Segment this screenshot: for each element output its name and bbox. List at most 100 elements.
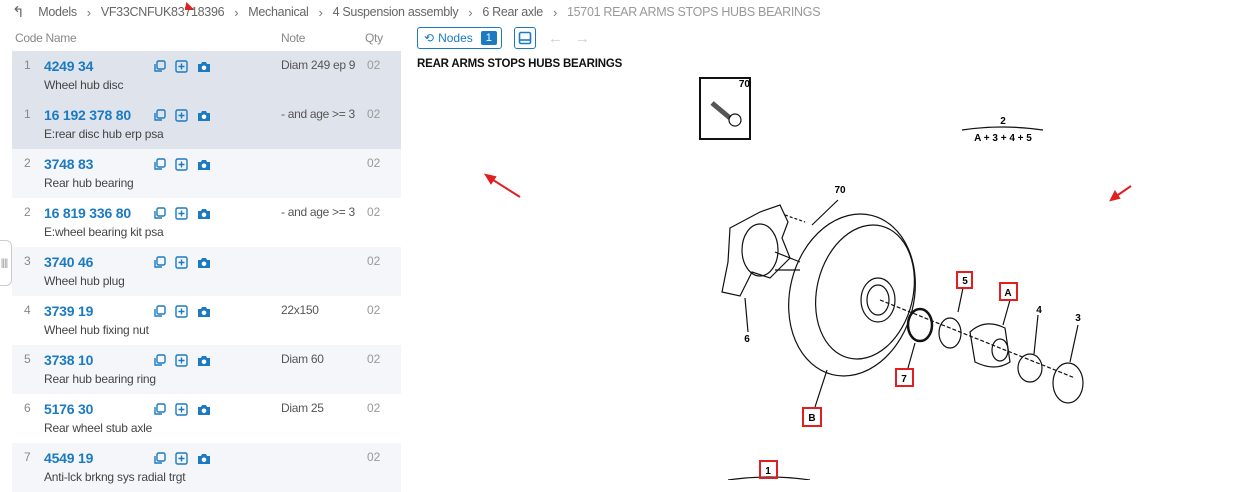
part-position: 5 [24, 352, 31, 366]
part-row[interactable]: 3 3740 46 Wheel hub plug 02 [12, 247, 401, 296]
part-row[interactable]: 4 3739 19 Wheel hub fixing nut 22x150 02 [12, 296, 401, 345]
part-qty: 02 [367, 401, 381, 415]
chevron-right-icon: › [234, 4, 239, 20]
part-note: Diam 60 [281, 352, 324, 366]
part-qty: 02 [367, 254, 381, 268]
copy-icon[interactable] [152, 59, 167, 74]
breadcrumb-models[interactable]: Models [38, 5, 77, 19]
part-name: Rear hub bearing [44, 176, 134, 190]
part-name: E:wheel bearing kit psa [44, 225, 164, 239]
inset-bolt [710, 101, 732, 120]
book-view-button[interactable] [513, 27, 536, 49]
part-code-link[interactable]: 5176 30 [44, 401, 94, 417]
part-name: Wheel hub plug [44, 274, 125, 288]
camera-icon[interactable] [196, 206, 211, 221]
part-row[interactable]: 1 16 192 378 80 E:rear disc hub erp psa … [12, 100, 401, 149]
add-icon[interactable] [174, 108, 189, 123]
breadcrumb: ↰ Models › VF33CNFUK83718396 › Mechanical ›… [12, 3, 821, 21]
copy-icon[interactable] [152, 353, 167, 368]
add-icon[interactable] [174, 59, 189, 74]
part-code-link[interactable]: 16 819 336 80 [44, 205, 131, 221]
breadcrumb-suspension[interactable]: 4 Suspension assembly [332, 5, 459, 19]
brake-disc-shape [788, 213, 916, 377]
part-note: - and age >= 3 [281, 205, 355, 219]
part-code-link[interactable]: 16 192 378 80 [44, 107, 131, 123]
exploded-diagram: 70 2 A + 3 + 4 + 5 70 6 4 3 5 A 7 B 1 [184, 1, 1132, 480]
resize-handle[interactable]: |||| [0, 240, 12, 286]
copy-icon[interactable] [152, 304, 167, 319]
part-qty: 02 [367, 205, 381, 219]
add-icon[interactable] [174, 451, 189, 466]
label-disc-b[interactable]: B [808, 413, 815, 424]
label-ring-7[interactable]: 7 [901, 374, 907, 385]
prev-arrow-icon[interactable]: ← [547, 29, 563, 47]
next-arrow-icon[interactable]: → [574, 29, 590, 47]
inset-bolt-box [699, 77, 751, 140]
label-bearing-a[interactable]: A [1004, 288, 1011, 299]
breadcrumb-current: 15701 REAR ARMS STOPS HUBS BEARINGS [566, 5, 821, 19]
label-kit-2: 2 [1000, 116, 1006, 127]
part-code-link[interactable]: 3738 10 [44, 352, 94, 368]
label-kit-formula: A + 3 + 4 + 5 [974, 133, 1032, 144]
nodes-button[interactable]: ⟲ Nodes 1 [417, 27, 502, 49]
part-code-link[interactable]: 3739 19 [44, 303, 94, 319]
camera-icon[interactable] [196, 108, 211, 123]
add-icon[interactable] [174, 402, 189, 417]
camera-icon[interactable] [196, 451, 211, 466]
part-qty: 02 [367, 156, 381, 170]
label-clip-5[interactable]: 5 [962, 276, 968, 287]
part-code-link[interactable]: 4249 34 [44, 58, 94, 74]
camera-icon[interactable] [196, 255, 211, 270]
camera-icon[interactable] [196, 157, 211, 172]
part-position: 7 [24, 450, 31, 464]
copy-icon[interactable] [152, 206, 167, 221]
part-row[interactable]: 1 4249 34 Wheel hub disc Diam 249 ep 9 0… [12, 51, 401, 100]
header-qty: Qty [365, 31, 383, 45]
part-qty: 02 [367, 58, 381, 72]
add-icon[interactable] [174, 353, 189, 368]
part-row[interactable]: 2 3748 83 Rear hub bearing 02 [12, 149, 401, 198]
part-position: 6 [24, 401, 31, 415]
part-note: Diam 249 ep 9 [281, 58, 356, 72]
chevron-right-icon: › [468, 4, 473, 20]
part-row[interactable]: 5 3738 10 Rear hub bearing ring Diam 60 … [12, 345, 401, 394]
back-icon[interactable]: ↰ [12, 4, 25, 21]
copy-icon[interactable] [152, 157, 167, 172]
copy-icon[interactable] [152, 402, 167, 417]
part-position: 2 [24, 156, 31, 170]
copy-icon[interactable] [152, 255, 167, 270]
breadcrumb-vin[interactable]: VF33CNFUK83718396 [100, 5, 225, 19]
label-bottom-1[interactable]: 1 [765, 466, 771, 477]
part-code-link[interactable]: 3748 83 [44, 156, 94, 172]
part-row[interactable]: 2 16 819 336 80 E:wheel bearing kit psa … [12, 198, 401, 247]
part-row[interactable]: 6 5176 30 Rear wheel stub axle Diam 25 0… [12, 394, 401, 443]
part-note: 22x150 [281, 303, 319, 317]
stub-axle-shape [721, 204, 791, 297]
add-icon[interactable] [174, 157, 189, 172]
copy-icon[interactable] [152, 451, 167, 466]
breadcrumb-rear-axle[interactable]: 6 Rear axle [482, 5, 543, 19]
camera-icon[interactable] [196, 59, 211, 74]
chevron-right-icon: › [318, 4, 323, 20]
add-icon[interactable] [174, 304, 189, 319]
copy-icon[interactable] [152, 108, 167, 123]
add-icon[interactable] [174, 255, 189, 270]
chevron-right-icon: › [552, 4, 557, 20]
part-qty: 02 [367, 303, 381, 317]
part-note: Diam 25 [281, 401, 324, 415]
part-name: Rear wheel stub axle [44, 421, 153, 435]
header-note: Note [281, 31, 306, 45]
camera-icon[interactable] [196, 402, 211, 417]
part-code-link[interactable]: 4549 19 [44, 450, 94, 466]
nodes-count-badge: 1 [480, 31, 497, 45]
camera-icon[interactable] [196, 353, 211, 368]
camera-icon[interactable] [196, 304, 211, 319]
part-code-link[interactable]: 3740 46 [44, 254, 94, 270]
part-qty: 02 [367, 450, 381, 464]
label-stub-6: 6 [744, 334, 750, 345]
label-inset-70: 70 [739, 79, 751, 90]
part-name: E:rear disc hub erp psa [44, 127, 164, 141]
add-icon[interactable] [174, 206, 189, 221]
part-note: - and age >= 3 [281, 107, 355, 121]
breadcrumb-mechanical[interactable]: Mechanical [248, 5, 309, 19]
